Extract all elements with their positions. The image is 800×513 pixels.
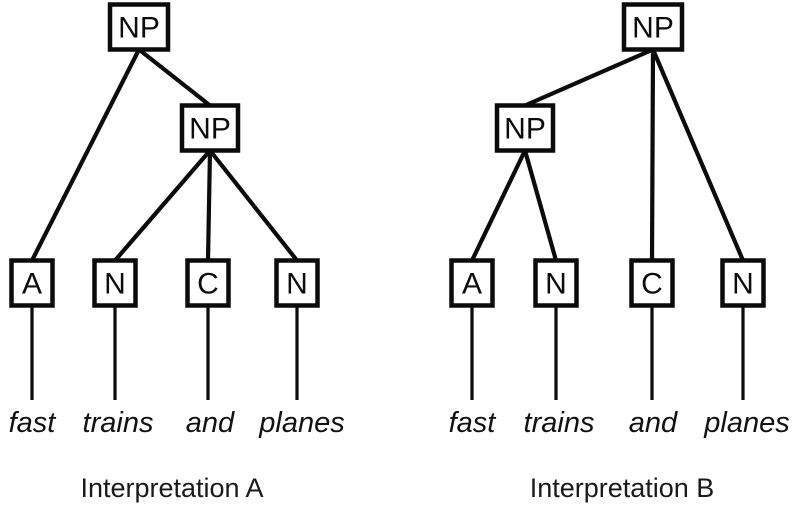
node-label: NP [632,12,674,45]
node-box [494,103,556,153]
edge-root-to-c [649,49,656,261]
leaf-word: and [186,407,235,439]
edge-root-to-np2 [137,47,212,108]
node-box [107,2,171,52]
node-label: N [545,268,567,301]
tree-a: fast trains and planes NP NP A N C N Interpretatio… [9,2,345,503]
node-label: NP [189,113,231,146]
tree-edges [30,47,299,262]
node-np-root: NP [621,2,685,52]
tree-b: fast trains and planes NP NP A N C N Interpretatio… [449,2,790,503]
node-n-n1: N [533,258,579,308]
node-np-root: NP [107,2,171,52]
tree-leaves: fast trains and planes [449,306,790,439]
node-box [720,258,766,308]
node-n-n2: N [720,258,766,308]
node-box [9,258,55,308]
leaf-word: trains [524,407,595,439]
node-box [179,103,241,153]
edge-np2-to-a [470,149,527,262]
node-label: NP [504,113,546,146]
node-box [621,2,685,52]
node-a-a: A [9,258,55,308]
node-a-a: A [449,258,495,308]
edge-root-to-n2 [651,48,745,262]
node-label: N [104,268,126,301]
node-label: A [22,268,42,301]
node-label: A [462,268,482,301]
node-n-n2: N [274,258,320,308]
node-box [629,258,675,308]
leaf-word: planes [703,407,789,439]
edge-np2-to-n2 [208,149,299,262]
leaf-word: planes [258,407,344,439]
node-label: N [286,268,308,301]
node-n-n1: N [92,258,138,308]
tree-edges [470,47,745,262]
node-label: NP [118,12,160,45]
leaf-word: and [629,407,678,439]
node-box [92,258,138,308]
edge-np2-to-n1 [522,149,559,262]
tree-nodes: NP NP A N C N [449,2,766,308]
tree-caption: Interpretation B [530,473,715,503]
node-box [185,258,231,308]
tree-nodes: NP NP A N C N [9,2,320,308]
edge-root-to-np2 [524,47,654,108]
node-np-np2: NP [179,103,241,153]
tree-caption: Interpretation A [80,473,263,503]
node-c-c: C [629,258,675,308]
leaf-word: fast [449,407,498,439]
node-label: N [732,268,754,301]
edge-np2-to-c [205,150,213,261]
tree-leaves: fast trains and planes [9,306,345,439]
leaf-word: fast [9,407,58,439]
edge-root-to-a [30,48,141,262]
node-np-np2: NP [494,103,556,153]
node-box [274,258,320,308]
leaf-word: trains [83,407,154,439]
node-label: C [197,268,219,301]
node-box [533,258,579,308]
node-label: C [641,268,663,301]
edge-np2-to-n1 [113,149,212,262]
node-c-c: C [185,258,231,308]
node-box [449,258,495,308]
